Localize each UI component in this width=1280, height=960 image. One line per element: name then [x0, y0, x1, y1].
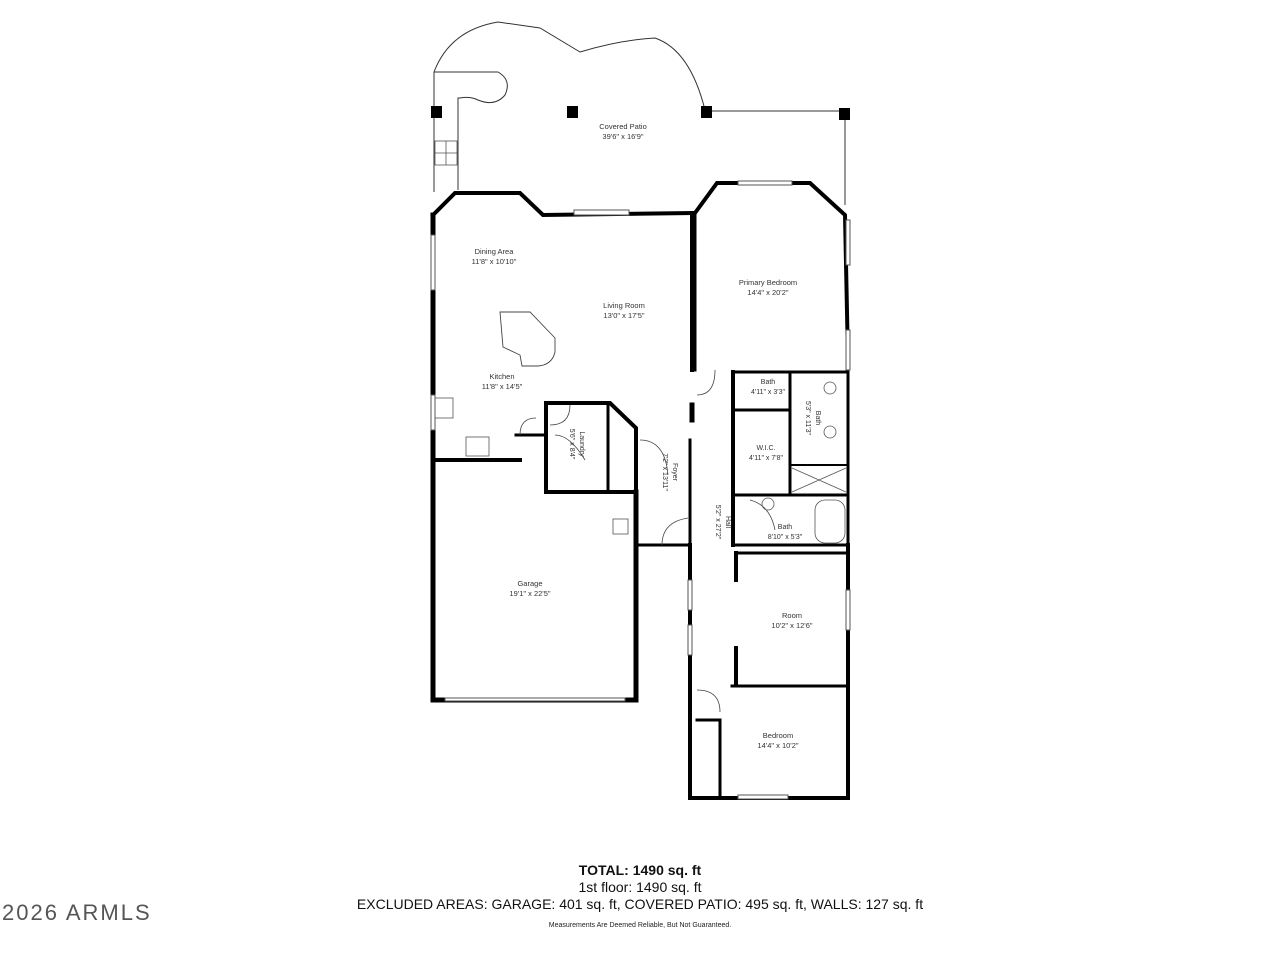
room-dims: 39'6" x 16'9": [602, 132, 644, 141]
room-name: Bath: [814, 410, 821, 426]
room-label-garage: Garage 19'1" x 22'5": [509, 579, 550, 599]
patio-posts: [431, 106, 850, 120]
fixtures: [434, 381, 847, 544]
room-dims: 11'8" x 14'5": [481, 382, 523, 391]
room-label-foyer: Foyer 7'2" x 13'11": [659, 453, 679, 491]
kitchen-island: [499, 311, 556, 367]
area-summary: TOTAL: 1490 sq. ft 1st floor: 1490 sq. f…: [0, 862, 1280, 931]
room-dims: 4'11" x 3'3": [751, 389, 785, 396]
covered-patio-outline: [433, 21, 846, 205]
room-name: Primary Bedroom: [738, 278, 798, 287]
room-dims: 10'2" x 12'6": [771, 621, 813, 630]
floor-plan-drawing: [430, 21, 851, 800]
room-label-room: Room 10'2" x 12'6": [771, 611, 812, 631]
room-dims: 19'1" x 22'5": [509, 589, 551, 598]
room-dims: 5'2" x 27'2": [714, 504, 721, 540]
door-swings: [519, 369, 776, 713]
room-dims: 5'3" x 11'3": [804, 401, 811, 435]
room-name: Hall: [724, 515, 731, 529]
room-label-bedroom: Bedroom 14'4" x 10'2": [757, 731, 798, 751]
room-dims: 11'8" x 10'10": [471, 257, 517, 266]
room-label-covered-patio: Covered Patio 39'6" x 16'9": [599, 122, 647, 142]
room-name: W.I.C.: [756, 445, 776, 452]
room-name: Room: [781, 611, 803, 620]
room-dims: 5'6" x 8'4": [568, 428, 575, 460]
windows: [430, 180, 851, 800]
room-label-dining-area: Dining Area 11'8" x 10'10": [472, 247, 517, 267]
room-name: Covered Patio: [599, 122, 647, 131]
room-name: Bath: [777, 524, 793, 531]
room-dims: 13'0" x 17'5": [603, 311, 645, 320]
room-name: Bedroom: [762, 731, 794, 740]
room-dims: 4'11" x 7'8": [749, 455, 783, 462]
walls: [430, 181, 851, 800]
room-dims: 14'4" x 10'2": [757, 741, 799, 750]
room-name: Foyer: [671, 463, 678, 481]
disclaimer: Measurements Are Deemed Reliable, But No…: [548, 922, 732, 929]
excluded-areas: EXCLUDED AREAS: GARAGE: 401 sq. ft, COVE…: [356, 896, 924, 912]
room-label-kitchen: Kitchen 11'8" x 14'5": [482, 372, 523, 392]
total-area: TOTAL: 1490 sq. ft: [578, 862, 702, 878]
room-name: Living Room: [603, 301, 645, 310]
room-label-primary-bath: Bath 5'3" x 11'3": [802, 401, 822, 435]
room-name: Laundry: [578, 431, 585, 457]
first-floor-area: 1st floor: 1490 sq. ft: [578, 879, 702, 895]
room-dims: 7'2" x 13'11": [661, 453, 668, 491]
room-label-laundry: Laundry 5'6" x 8'4": [566, 429, 586, 460]
room-label-living-room: Living Room 13'0" x 17'5": [603, 301, 645, 321]
room-label-wic: W.I.C. 4'11" x 7'8": [749, 444, 783, 464]
grill-icon: [434, 140, 458, 166]
room-label-bath-small: Bath 4'11" x 3'3": [751, 378, 785, 398]
room-dims: 8'10" x 5'3": [767, 534, 803, 541]
watermark: 2026 ARMLS: [2, 900, 152, 925]
room-dims: 14'4" x 20'2": [747, 288, 789, 297]
room-name: Garage: [517, 579, 543, 588]
room-label-primary-bedroom: Primary Bedroom 14'4" x 20'2": [739, 278, 797, 298]
room-label-hall-bath: Bath 8'10" x 5'3": [768, 523, 803, 543]
room-name: Bath: [760, 379, 776, 386]
room-name: Dining Area: [474, 247, 514, 256]
room-name: Kitchen: [489, 372, 515, 381]
room-label-hall: Hall 5'2" x 27'2": [712, 505, 732, 540]
